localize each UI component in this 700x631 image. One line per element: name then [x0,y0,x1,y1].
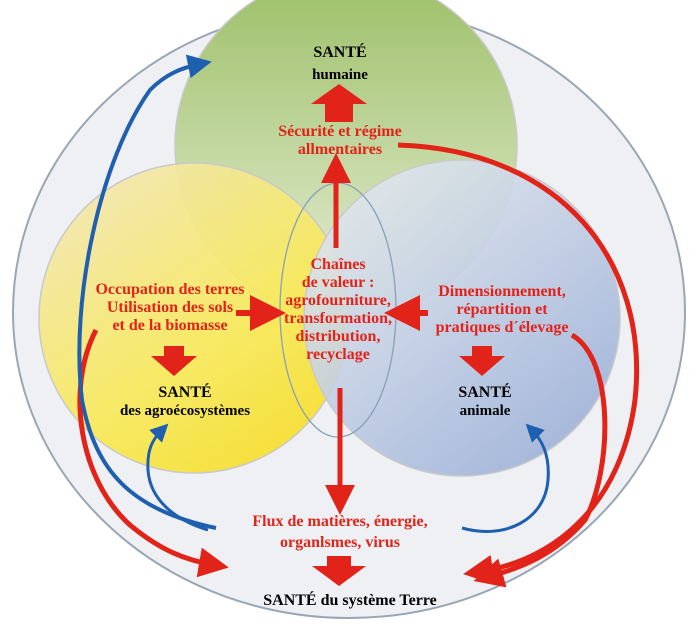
value-chain-line-1: Chaînes [310,256,366,273]
block-arrow-down-animal [459,346,505,376]
arrow-flows-to-agro [146,423,209,532]
animal-health-sub: animale [459,403,511,419]
animal-health-label: SANTÉ animale [430,384,540,420]
arrow-flows-to-animal [461,423,550,533]
human-health-title: SANTÉ [313,44,367,61]
land-line-3: et de la biomasse [112,317,228,334]
arrow-food-to-earth [397,142,640,585]
earth-health-label: SANTÉ du système Terre [263,592,437,609]
animal-health-title: SANTÉ [458,384,512,401]
livestock-line-2: répartition et [456,301,548,318]
land-line-2: Utilisation des sols [106,299,234,316]
value-chain-label: Chaînes de valeur : agrofourniture, tran… [272,256,404,364]
food-line-1: Sécurité et régime [278,123,402,140]
flows-label: Flux de matières, énergie, organlsmes, v… [220,513,460,552]
food-security-label: Sécurité et régime allmentaires [240,123,440,159]
land-use-label: Occupation des terres Utilisation des so… [70,281,270,335]
livestock-line-3: pratiques d´élevage [435,319,569,336]
livestock-line-1: Dimensionnement, [438,283,566,300]
flows-line-2: organlsmes, virus [280,534,400,551]
food-line-2: allmentaires [297,141,383,158]
livestock-label: Dimensionnement, répartition et pratique… [412,283,592,337]
value-chain-line-5: distribution, [295,328,381,345]
arrow-livestock-to-earth [473,332,608,588]
block-arrow-down-earth [312,556,366,586]
circle-animal-health [303,159,621,477]
arrow-flows-to-human [77,54,217,530]
value-chain-line-4: transformation, [284,310,392,327]
agro-health-label: SANTÉ des agroécosystèmes [90,384,280,420]
agro-health-sub: des agroécosystèmes [119,403,251,419]
block-arrow-up-human [311,84,367,122]
human-health-sub: humaine [312,67,368,83]
value-chain-line-6: recyclage [306,346,370,363]
land-line-1: Occupation des terres [95,281,245,298]
block-arrow-down-agro [151,346,197,376]
value-chain-line-3: agrofourniture, [285,292,391,309]
human-health-label: SANTÉ humaine [270,44,410,84]
flows-line-1: Flux de matières, énergie, [252,513,428,530]
agro-health-title: SANTÉ [158,384,212,401]
value-chain-line-2: de valeur : [301,274,375,291]
